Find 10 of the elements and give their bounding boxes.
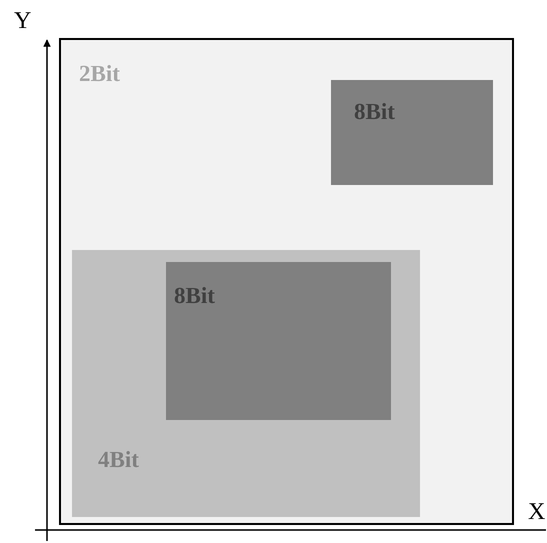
region [166, 262, 391, 420]
outer-region [59, 38, 514, 525]
region-label: 2Bit [79, 62, 120, 85]
region [331, 80, 493, 185]
region [72, 250, 420, 517]
region-label: 8Bit [174, 284, 215, 307]
axis-label: Y [14, 9, 32, 33]
axis-label: X [528, 500, 546, 524]
region-label: 8Bit [354, 100, 395, 123]
region-label: 4Bit [98, 448, 139, 471]
